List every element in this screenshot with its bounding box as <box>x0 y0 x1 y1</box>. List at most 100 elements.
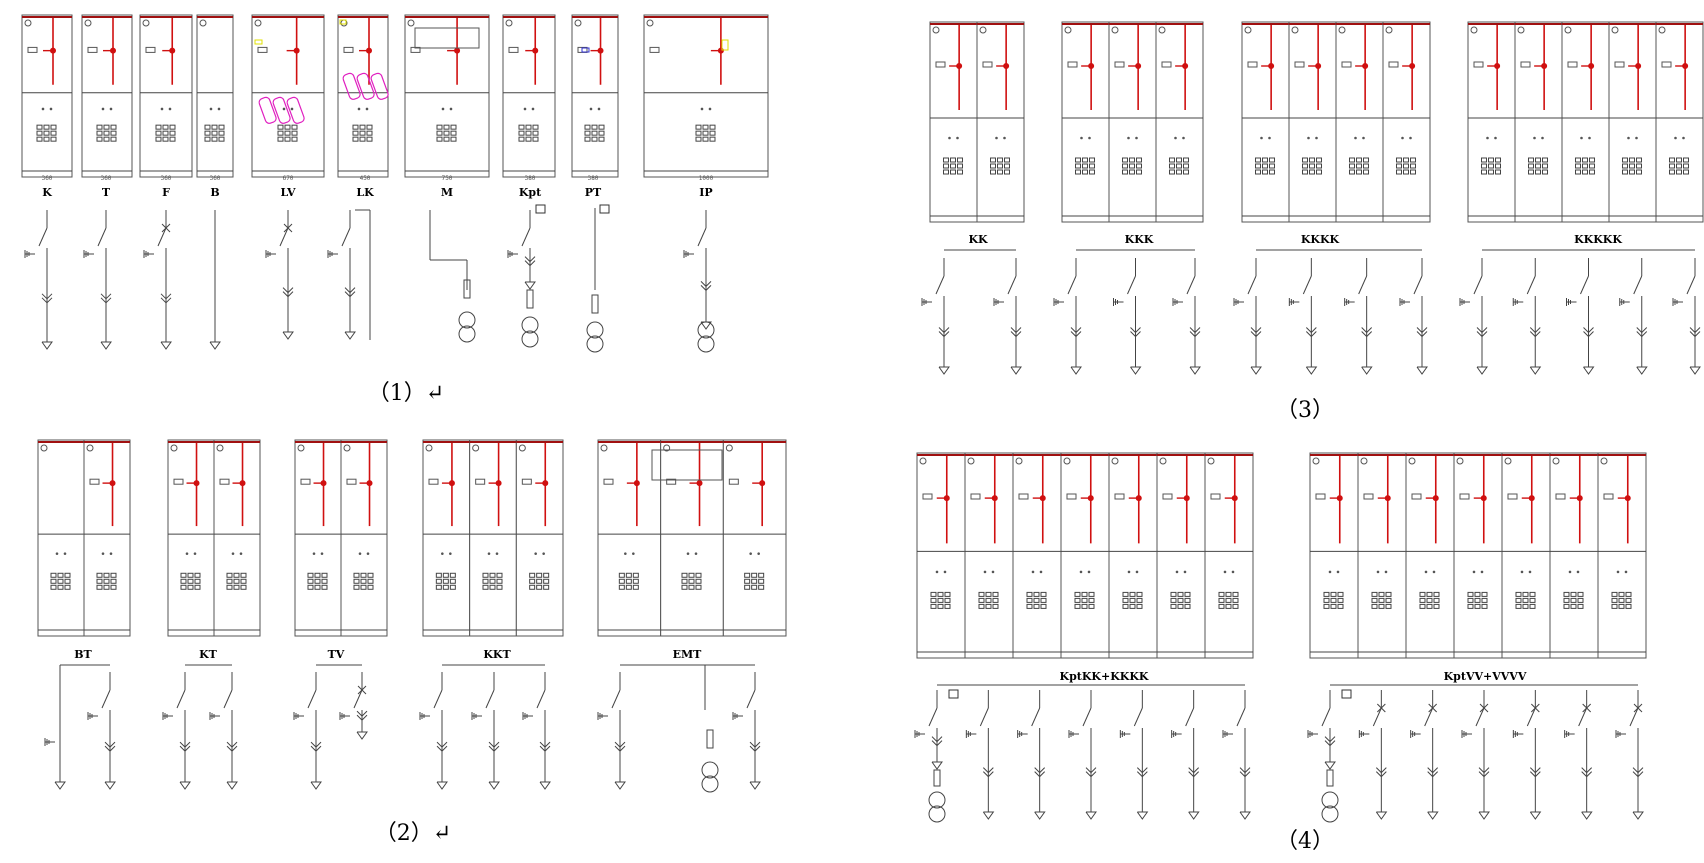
cable-symbol <box>184 741 191 748</box>
door-indicator <box>1349 163 1355 169</box>
door-screw <box>531 107 535 111</box>
cable-symbol <box>1641 327 1648 333</box>
door-screw <box>239 552 243 555</box>
door-indicator <box>321 584 328 590</box>
door-indicator <box>1570 591 1577 597</box>
cabinet-indicator-lamp <box>1552 457 1560 465</box>
nameplate <box>346 478 357 485</box>
door-indicator <box>1582 157 1588 163</box>
ground-symbol <box>1250 366 1262 375</box>
cable-symbol <box>700 285 707 291</box>
door-indicator <box>110 136 117 142</box>
door-indicator <box>1570 597 1577 603</box>
door-screw <box>1576 570 1580 574</box>
door-screw <box>1223 570 1227 574</box>
fuse-holder <box>272 96 291 124</box>
door-indicator <box>1636 163 1642 169</box>
cable-symbol <box>1310 331 1317 337</box>
door-indicator <box>1419 603 1426 609</box>
unit-label-LK: LK <box>356 186 374 199</box>
cable-symbol <box>1070 327 1077 333</box>
unit-label-KptVV-VVVV: KptVV+VVVV <box>1444 670 1527 683</box>
cable-symbol <box>1427 767 1434 773</box>
door-screw <box>1627 136 1630 140</box>
cable-symbol <box>1135 331 1141 337</box>
door-indicator <box>584 124 591 130</box>
switch-position-indicator <box>50 47 56 54</box>
unit-label-KptKK-KKKK: KptKK+KKKK <box>1060 670 1149 683</box>
unit-width-IP: 1000 <box>699 175 714 182</box>
cable-symbol <box>310 745 317 752</box>
door-screw <box>366 552 370 555</box>
switchgear-cabinet <box>83 439 131 637</box>
switch-position-indicator <box>1135 495 1142 502</box>
cabinet-indicator-lamp <box>1564 26 1572 34</box>
door-indicator <box>1419 591 1426 597</box>
load-switch-symbol <box>979 707 989 727</box>
fuse-symbol <box>1326 769 1334 787</box>
door-screw <box>749 552 752 555</box>
door-indicator <box>1302 169 1308 175</box>
voltmeter-symbol <box>599 204 610 214</box>
load-switch-symbol <box>1424 707 1434 727</box>
cable-symbol <box>529 260 536 266</box>
switch-position-indicator <box>1624 495 1631 502</box>
cable-symbol <box>1015 327 1022 333</box>
switch-position-indicator <box>1336 495 1343 502</box>
cable-symbol <box>361 714 368 721</box>
door-indicator <box>1074 603 1081 609</box>
door-indicator <box>1669 169 1675 175</box>
door-indicator <box>688 572 695 578</box>
cable-symbol <box>1375 771 1382 777</box>
unit-width-LV: 670 <box>283 175 294 182</box>
door-screw <box>542 552 545 555</box>
cable-symbol <box>1375 767 1382 773</box>
switch-position-indicator <box>542 480 549 487</box>
door-indicator <box>985 591 992 597</box>
door-indicator <box>978 591 985 597</box>
door-indicator <box>1176 169 1182 175</box>
nameplate <box>1114 61 1125 68</box>
cable-symbol <box>361 710 368 717</box>
cable-symbol <box>231 745 238 752</box>
door-screw <box>101 552 105 555</box>
door-indicator <box>96 578 103 584</box>
voltage-transformer-symbol <box>586 321 604 339</box>
door-indicator <box>1488 163 1494 169</box>
unit-label-B: B <box>210 186 219 199</box>
door-indicator <box>1177 603 1184 609</box>
load-switch-symbol <box>1633 275 1643 295</box>
door-screw <box>1174 136 1177 140</box>
cable-symbol <box>226 741 233 748</box>
load-switch-symbol <box>1007 275 1017 295</box>
door-indicator <box>1232 597 1239 603</box>
cabinet-indicator-lamp <box>505 19 513 27</box>
cable-symbol <box>1244 771 1251 777</box>
cable-symbol <box>1034 767 1041 773</box>
door-indicator <box>1467 597 1474 603</box>
door-indicator <box>162 130 169 136</box>
door-indicator <box>709 136 716 142</box>
load-switch-symbol <box>1247 275 1257 295</box>
door-indicator <box>359 136 366 142</box>
door-indicator <box>449 584 456 590</box>
door-indicator <box>218 130 225 136</box>
indicator-yellow <box>339 19 347 25</box>
door-indicator <box>352 124 359 130</box>
door-indicator <box>226 572 233 578</box>
nameplate <box>87 46 98 53</box>
nameplate <box>1247 61 1258 68</box>
door-indicator <box>525 124 532 130</box>
cable-symbol <box>1632 771 1639 777</box>
ground-symbol <box>524 281 536 290</box>
door-indicator <box>353 578 360 584</box>
door-indicator <box>1040 603 1047 609</box>
cable-symbol <box>1432 767 1439 773</box>
door-indicator <box>1625 597 1632 603</box>
switchgear-cabinet <box>1655 21 1704 223</box>
cable-symbol <box>100 293 107 300</box>
voltage-transformer-symbol <box>928 805 946 823</box>
door-indicator <box>1184 603 1191 609</box>
door-screw <box>358 552 362 555</box>
door-indicator <box>1396 169 1402 175</box>
